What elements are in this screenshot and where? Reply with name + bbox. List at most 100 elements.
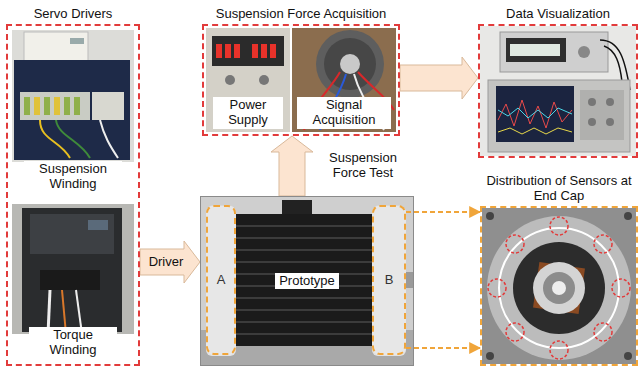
photo-panel: Suspension Winding bbox=[10, 28, 136, 196]
part-letter: A bbox=[217, 273, 226, 288]
endcap-photo bbox=[486, 352, 494, 360]
endcap-photo bbox=[624, 352, 632, 360]
label-holder: A bbox=[208, 207, 234, 353]
panel-label: Prototype bbox=[275, 273, 339, 290]
drive-photo bbox=[24, 97, 30, 115]
group-panel: Distribution of Sensors at End Cap bbox=[480, 206, 638, 366]
dashed-arrow bbox=[406, 347, 480, 349]
power-supply-photo bbox=[261, 44, 267, 58]
instrument-photo bbox=[498, 108, 572, 118]
label-holder: B bbox=[374, 207, 404, 353]
endcap-photo bbox=[550, 341, 568, 359]
motor-photo bbox=[206, 206, 236, 356]
endcap-photo bbox=[513, 242, 605, 334]
instrument-photo bbox=[578, 46, 590, 58]
heading-text: Data Visualization bbox=[506, 7, 610, 22]
instrument-photo bbox=[604, 46, 622, 82]
panel-label: Suspension Winding bbox=[24, 161, 122, 193]
drive-photo bbox=[56, 120, 90, 158]
prototype-photo: Prototype A B bbox=[200, 196, 414, 366]
drive-photo bbox=[24, 32, 88, 62]
power-supply-photo bbox=[225, 75, 235, 85]
endcap-photo bbox=[482, 208, 636, 364]
instrument-photo bbox=[588, 118, 596, 126]
endcap-photo bbox=[594, 323, 612, 341]
drive-photo bbox=[40, 120, 70, 158]
endcap-photo bbox=[499, 228, 619, 348]
endcap-photo bbox=[624, 212, 632, 220]
sensor-photo bbox=[340, 54, 360, 74]
instrument-photo bbox=[606, 98, 614, 106]
dashed-arrow bbox=[406, 211, 480, 213]
motor-photo bbox=[282, 200, 312, 214]
endcap-photo bbox=[543, 272, 575, 304]
arrow-label: Suspension Force Test bbox=[320, 151, 406, 181]
inverter-photo bbox=[88, 220, 108, 230]
instrument-photo bbox=[588, 98, 596, 106]
instrument-photo bbox=[480, 26, 636, 156]
motor-photo bbox=[201, 197, 414, 365]
drive-photo bbox=[74, 97, 80, 115]
endcap-photo bbox=[533, 262, 585, 314]
block-arrow bbox=[400, 57, 478, 99]
photo-panel: Power Supply bbox=[206, 28, 290, 132]
drive-photo bbox=[54, 97, 60, 115]
label-holder: Signal Acquisition bbox=[292, 28, 396, 132]
endcap-photo bbox=[488, 279, 506, 297]
motor-photo bbox=[228, 226, 378, 334]
motor-photo bbox=[406, 272, 414, 288]
sensor-photo bbox=[292, 28, 396, 132]
power-supply-photo bbox=[252, 44, 258, 58]
panel-label: Signal Acquisition bbox=[297, 97, 391, 129]
block-arrow bbox=[271, 136, 313, 196]
power-supply-photo bbox=[225, 44, 231, 58]
group-panel: Data Visualization bbox=[478, 24, 638, 158]
drive-photo bbox=[44, 97, 50, 115]
drive-photo bbox=[14, 60, 130, 160]
power-supply-photo bbox=[234, 44, 240, 58]
inverter-photo bbox=[22, 208, 122, 332]
instrument-photo bbox=[506, 38, 566, 62]
motor-photo bbox=[372, 206, 406, 356]
block-arrow bbox=[140, 241, 200, 283]
instrument-photo bbox=[480, 26, 636, 156]
instrument-photo bbox=[500, 32, 608, 72]
group-panel: Servo DriversSuspension WindingTorque Wi… bbox=[6, 24, 140, 366]
endcap-photo bbox=[506, 323, 524, 341]
photo-panel: Torque Winding bbox=[10, 200, 136, 362]
power-supply-photo bbox=[206, 28, 290, 132]
label-holder: Suspension Winding bbox=[10, 28, 136, 196]
endcap-photo bbox=[482, 208, 636, 364]
instrument-photo bbox=[606, 118, 614, 126]
end-band: A bbox=[206, 205, 236, 355]
endcap-photo bbox=[533, 262, 585, 314]
label-holder: Torque Winding bbox=[10, 200, 136, 362]
endcap-photo bbox=[506, 235, 524, 253]
instrument-photo bbox=[510, 44, 560, 56]
instrument-photo bbox=[498, 100, 572, 128]
instrument-photo bbox=[498, 128, 572, 134]
drive-photo bbox=[92, 92, 124, 120]
inverter-photo bbox=[12, 204, 134, 334]
endcap-photo bbox=[550, 217, 568, 235]
endcap-photo bbox=[487, 216, 631, 360]
power-supply-photo bbox=[259, 75, 269, 85]
endcap-photo bbox=[486, 212, 494, 220]
heading-text: Distribution of Sensors at End Cap bbox=[480, 174, 638, 204]
drive-photo bbox=[70, 38, 84, 44]
end-band: B bbox=[372, 205, 406, 355]
arrow-label: Driver bbox=[148, 255, 185, 270]
label-holder: Power Supply bbox=[206, 28, 290, 132]
sensor-photo bbox=[292, 28, 396, 132]
drive-photo bbox=[64, 97, 70, 115]
instrument-photo bbox=[496, 86, 574, 142]
power-supply-photo bbox=[206, 28, 290, 132]
endcap-photo bbox=[488, 217, 630, 359]
instrument-photo bbox=[488, 80, 630, 152]
inverter-photo bbox=[12, 204, 134, 334]
group-panel: Suspension Force AcquisitionPower Supply… bbox=[202, 24, 400, 136]
panel-label: Torque Winding bbox=[29, 327, 117, 359]
inverter-photo bbox=[30, 214, 114, 254]
inverter-photo bbox=[40, 270, 100, 290]
